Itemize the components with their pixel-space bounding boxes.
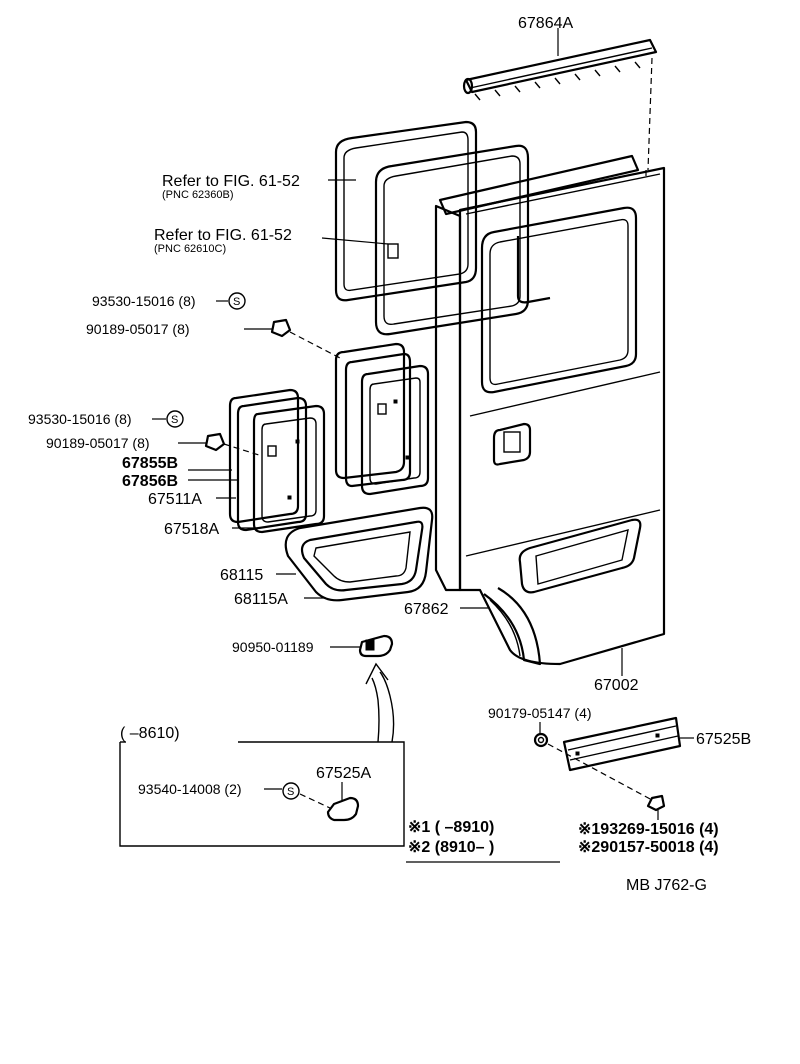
nut-90179 (533, 732, 549, 748)
label-ref2: Refer to FIG. 61-52 (154, 227, 292, 244)
dashline-93540 (299, 793, 331, 809)
label-90189-05017-b: 90189-05017 (8) (46, 435, 150, 451)
label-93269-15016: ※193269-15016 (4) (578, 821, 719, 838)
label-67855B: 67855B (122, 455, 178, 472)
leader-ref2 (321, 237, 389, 245)
screw-93269 (646, 794, 666, 812)
label-67511A: 67511A (148, 491, 202, 508)
label-67525B: 67525B (696, 731, 751, 748)
label-67856B: 67856B (122, 473, 178, 490)
dashline-90189-b (223, 443, 263, 457)
label-67862: 67862 (404, 601, 449, 618)
label-67518A: 67518A (164, 521, 219, 538)
s-symbol-c (282, 782, 300, 800)
note-1: ※1 ( –8910) (408, 819, 494, 836)
s-text-b: S (171, 414, 178, 426)
inset-box (119, 741, 405, 847)
part-67864A-molding (462, 38, 658, 101)
s-symbol-b (166, 410, 184, 428)
label-67525A: 67525A (316, 765, 371, 782)
cap-67525A (326, 796, 360, 822)
s-symbol-a (228, 292, 246, 310)
dashline-67864A (647, 57, 653, 171)
label-ref1-pnc: (PNC 62360B) (162, 189, 234, 201)
s-text-a: S (233, 296, 240, 308)
s-text-c: S (287, 786, 294, 798)
label-90189-05017-a: 90189-05017 (8) (86, 321, 190, 337)
label-93530-15016-b: 93530-15016 (8) (28, 411, 132, 427)
inset-range: ( –8610) (120, 725, 180, 742)
label-93540-14008: 93540-14008 (2) (138, 781, 242, 797)
label-90157-50018: ※290157-50018 (4) (578, 839, 719, 856)
quarter-window-left (228, 388, 326, 534)
label-ref2-pnc: (PNC 62610C) (154, 243, 226, 255)
quarter-window-right (334, 342, 430, 496)
clip-90950-01189 (358, 634, 394, 658)
label-90950-01189: 90950-01189 (232, 639, 314, 655)
arrow-shaft-a (379, 671, 395, 743)
label-67002: 67002 (594, 677, 639, 694)
note-2: ※2 (8910– ) (408, 839, 494, 856)
diagram-code: MB J762-G (626, 877, 707, 894)
nut-90189-a (270, 318, 292, 338)
label-93530-15016-a: 93530-15016 (8) (92, 293, 196, 309)
label-68115: 68115 (220, 567, 263, 584)
upper-window-frame-inner (374, 144, 530, 336)
door-panel-67002 (434, 154, 666, 666)
trim-67525B (562, 716, 682, 772)
dashline-67525B (547, 743, 653, 801)
label-ref1: Refer to FIG. 61-52 (162, 173, 300, 190)
dashline-90189-a (289, 331, 341, 359)
pocket-68115 (284, 506, 434, 602)
label-68115A: 68115A (234, 591, 288, 608)
label-90179-05147: 90179-05147 (4) (488, 705, 592, 721)
label-67864A: 67864A (518, 15, 573, 32)
arrow-head (365, 662, 389, 685)
nut-90189-b (204, 432, 226, 452)
arrow-shaft-b (371, 677, 380, 743)
